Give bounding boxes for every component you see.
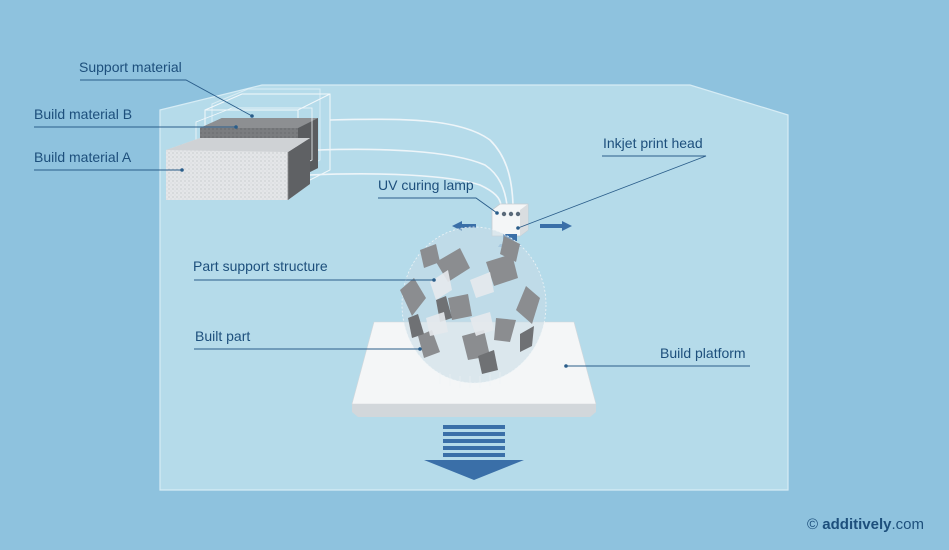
- brand-name: additively: [822, 516, 892, 533]
- label-part-support-structure: Part support structure: [193, 258, 328, 274]
- label-built-part: Built part: [195, 328, 251, 344]
- label-build-material-a: Build material A: [34, 149, 132, 165]
- feed-tubes: [309, 118, 514, 206]
- platform-down-arrow: [424, 425, 524, 480]
- label-build-material-b: Build material B: [34, 106, 133, 122]
- label-build-platform: Build platform: [660, 345, 746, 361]
- copyright-symbol: ©: [807, 516, 819, 533]
- build-material-a-cartridge: [166, 138, 310, 200]
- leader-lines: [34, 79, 750, 367]
- leader-dots: [180, 114, 568, 368]
- built-part: [400, 226, 547, 388]
- label-support-material: Support material: [79, 59, 182, 75]
- label-inkjet-print-head: Inkjet print head: [603, 135, 703, 151]
- label-uv-curing-lamp: UV curing lamp: [378, 177, 474, 193]
- print-head-motion-arrows: [452, 221, 572, 231]
- copyright-notice: © additively.com: [807, 516, 924, 533]
- brand-suffix: .com: [891, 516, 924, 533]
